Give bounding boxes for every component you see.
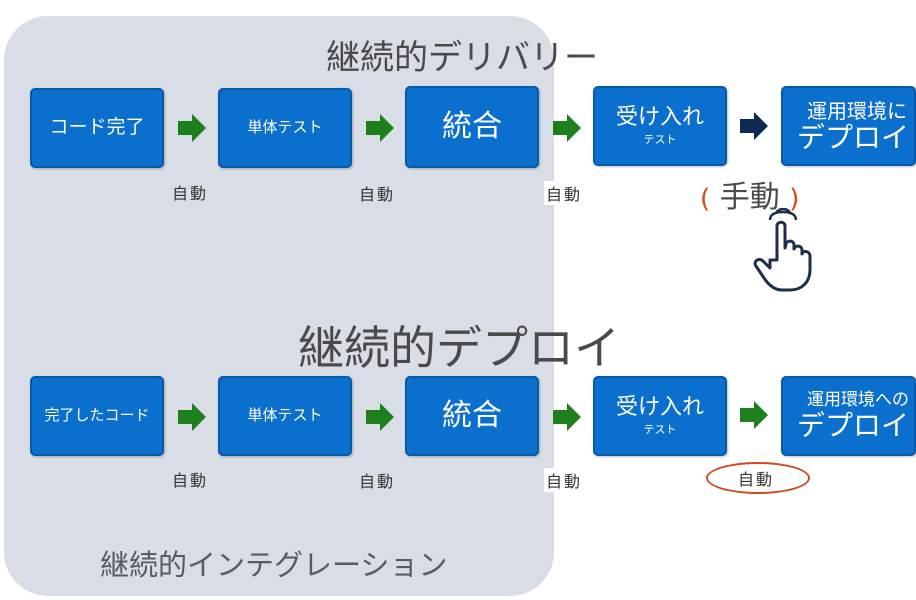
- continuous-deployment-title: 継続的デプロイ: [298, 321, 620, 375]
- pointing-hand-icon: [753, 208, 812, 292]
- box-label: 統合: [442, 108, 502, 144]
- completed-code-box: 完了したコード: [30, 376, 164, 456]
- box-label: 完了したコード: [44, 406, 150, 425]
- manual-open-paren: (: [700, 184, 711, 214]
- integration-box: 統合: [405, 86, 539, 168]
- arrow-right-icon: [178, 114, 206, 142]
- arrow-right-manual-icon: [740, 112, 768, 140]
- arrow-right-icon: [553, 114, 581, 142]
- box-label: 単体テスト: [247, 118, 323, 137]
- arrow-right-icon: [553, 403, 581, 431]
- unit-test-box: 単体テスト: [218, 88, 352, 168]
- arrow-right-icon: [366, 114, 394, 142]
- auto-deploy-label: 自動: [738, 470, 775, 489]
- box-label-line2: デプロイ: [797, 120, 910, 154]
- auto-label: 自動: [172, 471, 209, 490]
- acceptance-test-box: 受け入れ テスト: [593, 86, 727, 166]
- box-label: コード完了: [49, 116, 145, 139]
- integration-box: 統合: [405, 376, 539, 456]
- box-label: 単体テスト: [247, 406, 323, 425]
- production-deploy-box: 運用環境に デプロイ: [781, 86, 916, 166]
- code-complete-box: コード完了: [30, 88, 164, 168]
- box-label-line1: 運用環境に: [807, 98, 907, 123]
- acceptance-test-box: 受け入れ テスト: [593, 376, 727, 456]
- auto-label: 自動: [359, 185, 396, 204]
- arrow-right-icon: [366, 403, 394, 431]
- unit-test-box: 単体テスト: [218, 376, 352, 456]
- manual-label: ( 手動 ): [700, 172, 799, 216]
- box-label: 受け入れ: [615, 394, 704, 420]
- production-deploy-box: 運用環境への デプロイ: [781, 376, 916, 456]
- box-sublabel: テスト: [643, 423, 677, 437]
- auto-label: 自動: [544, 468, 585, 492]
- arrow-right-icon: [740, 401, 768, 429]
- auto-label: 自動: [544, 181, 585, 205]
- auto-label: 自動: [172, 184, 209, 203]
- box-sublabel: テスト: [643, 133, 677, 147]
- box-label: 統合: [442, 397, 502, 433]
- box-label: 受け入れ: [615, 104, 704, 130]
- arrow-right-icon: [178, 403, 206, 431]
- auto-label: 自動: [359, 472, 396, 491]
- box-label-line2: デプロイ: [797, 408, 910, 442]
- auto-highlight-oval: [706, 462, 810, 494]
- manual-close-paren: ): [789, 184, 800, 214]
- continuous-delivery-title: 継続的デリバリー: [326, 38, 598, 78]
- continuous-integration-title: 継続的インテグレーション: [100, 548, 448, 582]
- manual-text: 手動: [719, 180, 780, 215]
- box-label-line1: 運用環境への: [807, 390, 909, 411]
